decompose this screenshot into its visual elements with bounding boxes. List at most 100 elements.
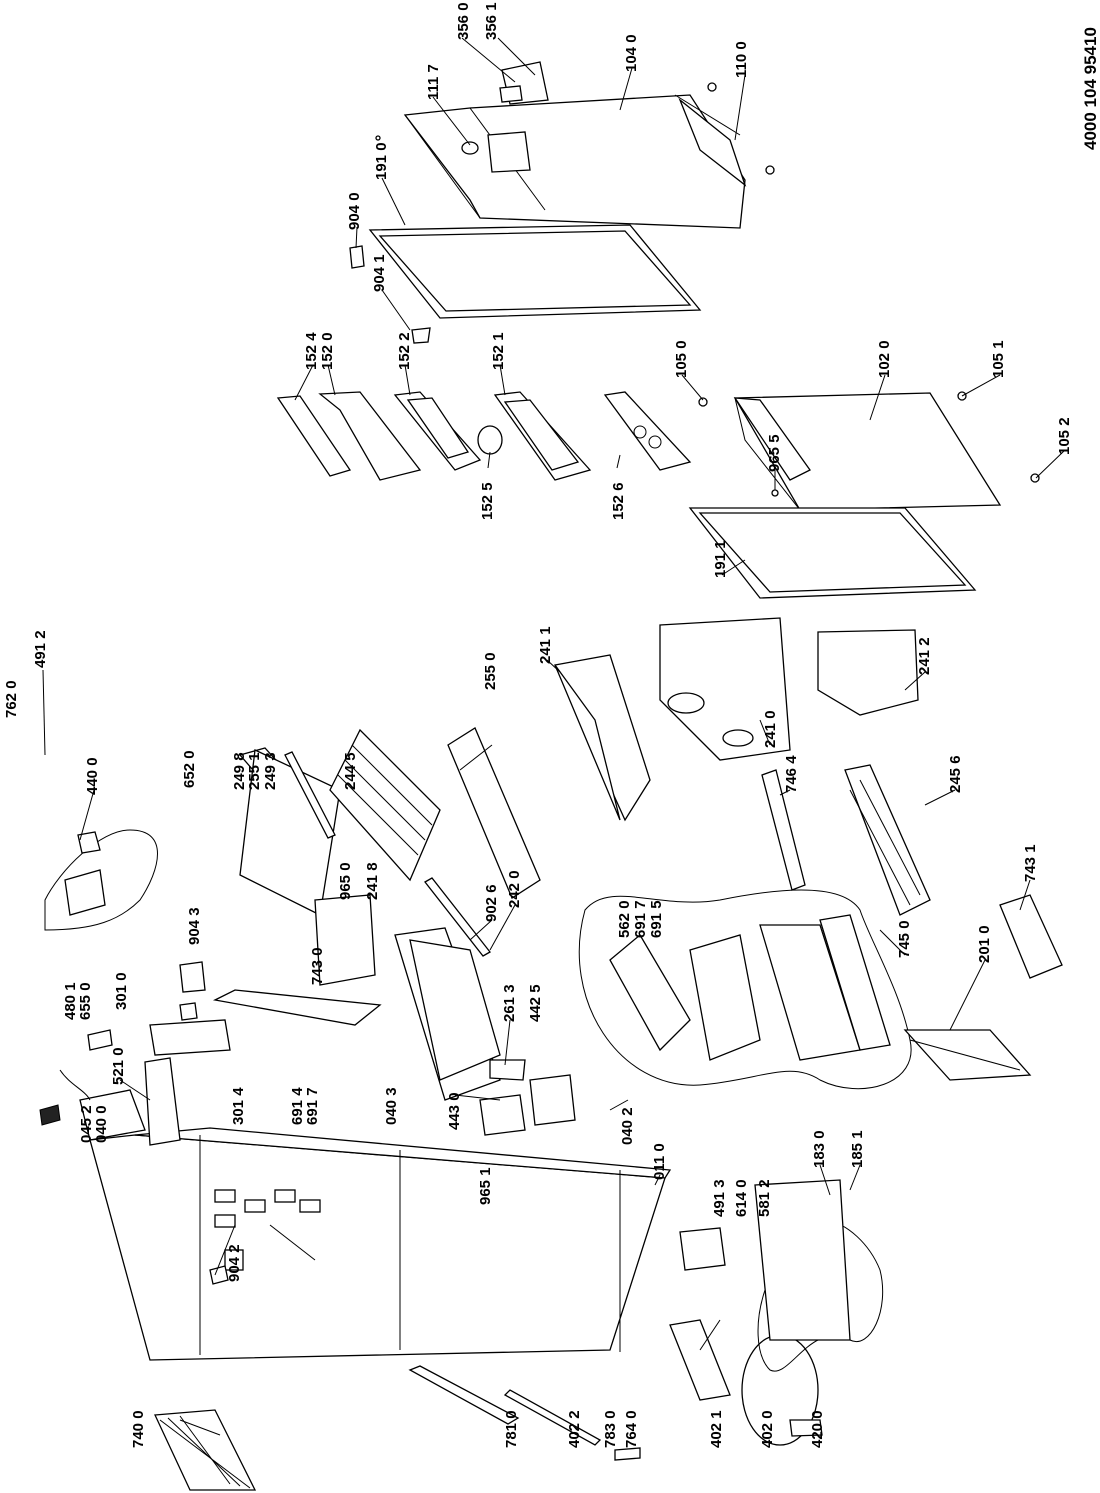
part-label: 011 0 — [651, 1143, 668, 1180]
document-number: 4000 104 95410 — [1081, 27, 1100, 150]
part-label: 152 5 — [479, 482, 496, 520]
lower-door — [733, 392, 1002, 511]
part-label: 781 0 — [503, 1410, 520, 1448]
wire-shelf-top — [329, 728, 441, 882]
module-521-0 — [144, 1057, 181, 1146]
glass-shelf — [238, 747, 341, 916]
screw — [765, 165, 775, 175]
part-label: 740 0 — [130, 1410, 147, 1448]
part-label: 762 0 — [3, 680, 20, 718]
part-label: 040 2 — [619, 1107, 636, 1145]
part-label: 442 5 — [527, 984, 544, 1022]
part-label: 614 0 — [733, 1179, 750, 1217]
part-label: 261 3 — [501, 984, 518, 1022]
part-label: 301 4 — [230, 1087, 247, 1125]
wire-rack — [844, 764, 931, 916]
pipe-781-0 — [408, 1365, 520, 1425]
screw — [707, 82, 717, 92]
part-label: 491 3 — [711, 1179, 728, 1217]
upper-door — [403, 94, 747, 229]
part-label: 691 4 — [289, 1087, 306, 1125]
part-label: 745 0 — [896, 920, 913, 958]
part-label: 904 3 — [186, 907, 203, 945]
drawer-241-8 — [314, 894, 376, 986]
door-gasket-upper — [368, 224, 702, 319]
part-label: 764 0 — [623, 1410, 640, 1448]
part-label: 152 4 — [303, 332, 320, 370]
label-sticker-2 — [411, 327, 431, 344]
part-label: 743 0 — [309, 947, 326, 985]
part-label: 245 6 — [947, 755, 964, 793]
leader-lines — [42, 37, 1066, 1436]
crisper-drawer-2 — [659, 617, 791, 761]
part-label: 402 1 — [708, 1410, 725, 1448]
part-label: 902 6 — [483, 884, 500, 922]
part-label: 152 2 — [396, 332, 413, 370]
glass-plate — [447, 727, 541, 899]
pipe-783-0 — [503, 1389, 602, 1446]
cover-plate-743-1 — [999, 894, 1063, 979]
thermostat-301 — [149, 1019, 231, 1056]
evaporator-assembly — [578, 889, 912, 1090]
door-balconies — [276, 391, 692, 481]
fan-cover-assembly — [44, 829, 158, 931]
part-label: 402 0 — [759, 1410, 776, 1448]
part-label: 965 0 — [337, 862, 354, 900]
compressor — [669, 1319, 823, 1446]
part-label: 491 2 — [32, 630, 49, 668]
part-label: 040 0 — [93, 1105, 110, 1143]
part-label: 521 0 — [110, 1047, 127, 1085]
part-label: 249 8 — [231, 752, 248, 790]
condenser — [154, 1409, 257, 1491]
part-label: 242 0 — [506, 870, 523, 908]
part-label: 241 0 — [762, 710, 779, 748]
part-label: 191 1 — [712, 540, 729, 578]
rear-cover-plate — [903, 1029, 1032, 1081]
part-label: 904 2 — [226, 1244, 243, 1282]
lamp-holder-655 — [87, 1029, 113, 1051]
part-label: 040 3 — [383, 1087, 400, 1125]
part-label: 443 0 — [446, 1092, 463, 1130]
part-label: 743 1 — [1022, 844, 1039, 882]
part-label: 402 2 — [566, 1410, 583, 1448]
part-label: 480 1 — [62, 982, 79, 1020]
cover-762-0 — [39, 1104, 61, 1126]
cable-480-1 — [59, 1069, 91, 1101]
part-label: 965 5 — [766, 434, 783, 472]
door-hinge-cover — [499, 61, 549, 105]
part-label: 111 7 — [425, 64, 442, 100]
part-label: 152 1 — [490, 332, 507, 370]
part-label: 440 0 — [84, 757, 101, 795]
vegetable-drawer — [394, 927, 501, 1101]
part-label: 104 0 — [623, 34, 640, 72]
part-label: 904 1 — [371, 254, 388, 292]
part-label: 356 0 — [455, 2, 472, 40]
part-label: 255 1 — [246, 752, 263, 790]
part-label: 105 1 — [990, 340, 1007, 378]
drawer-cover-743-0 — [212, 989, 382, 1026]
cover-491-2 — [79, 1089, 146, 1141]
part-label: 110 0 — [733, 41, 750, 78]
part-label: 255 0 — [482, 652, 499, 690]
label-sticker — [349, 245, 365, 269]
part-label: 904 0 — [346, 192, 363, 230]
part-label: 183 0 — [811, 1130, 828, 1168]
part-label: 105 0 — [673, 340, 690, 378]
part-label: 152 6 — [610, 482, 627, 520]
screw — [375, 135, 381, 141]
part-label: 691 5 — [648, 900, 665, 938]
part-label: 241 1 — [537, 626, 554, 664]
lamp-652-0 — [179, 961, 206, 993]
part-label: 152 0 — [319, 332, 336, 370]
part-label: 185 1 — [849, 1130, 866, 1168]
part-labels: 356 0 356 1 111 7 104 0 110 0 191 0 904 … — [3, 2, 1073, 1448]
part-label: 045 2 — [78, 1105, 95, 1143]
screw — [1030, 473, 1040, 483]
part-label: 581 2 — [756, 1179, 773, 1217]
part-label: 691 7 — [632, 900, 649, 938]
crisper-drawer-1 — [554, 654, 651, 822]
crisper-shelf-261-3 — [489, 1059, 526, 1081]
part-label: 102 0 — [876, 340, 893, 378]
part-label: 105 2 — [1056, 417, 1073, 455]
